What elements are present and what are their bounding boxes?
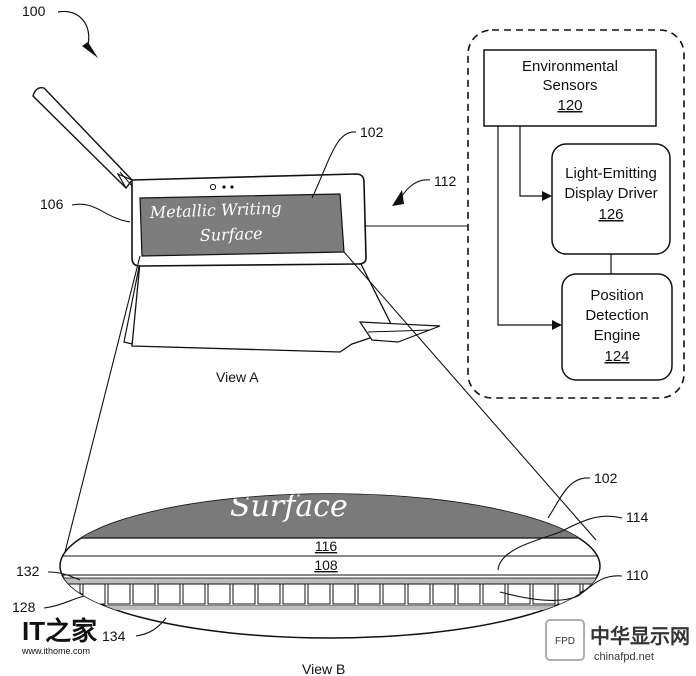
pixel-cell — [382, 583, 406, 605]
chinafpd-url: chinafpd.net — [594, 651, 654, 663]
position-detection-box: Position Detection Engine 124 — [561, 273, 673, 381]
stylus-body — [32, 86, 133, 190]
ref-110: 110 — [626, 567, 649, 583]
light-emitting-driver-box: Light-Emitting Display Driver 126 — [551, 143, 671, 255]
ref-128: 128 — [12, 599, 36, 615]
cross-section: Surface 116 108 — [59, 489, 630, 639]
figure-ref-100: 100 — [22, 3, 46, 19]
ithome-url: www.ithome.com — [21, 646, 90, 656]
ref-128-leader — [43, 595, 85, 609]
camera-dot-2 — [230, 185, 234, 189]
ref-112: 112 — [434, 173, 457, 189]
pos-detect-ref: 124 — [604, 348, 629, 365]
pixel-cell — [307, 583, 331, 605]
environmental-sensors-box: Environmental Sensors 120 — [483, 49, 657, 127]
ithome-bg — [22, 612, 98, 646]
sensors-to-detection-arrowhead — [552, 320, 562, 330]
screen-text-line2: Surface — [199, 224, 262, 245]
zoom-line-right — [343, 251, 597, 541]
zoom-line-left — [63, 255, 141, 557]
pixel-cell — [132, 583, 156, 605]
camera-lens — [209, 183, 217, 191]
ref-100-arrowhead — [82, 42, 98, 58]
ref-108: 108 — [314, 557, 338, 573]
ref-132-leader — [47, 571, 81, 581]
layer-132-strip — [60, 577, 600, 585]
pixel-cell — [557, 583, 581, 605]
pixel-cell-row — [60, 583, 630, 605]
pixel-cell — [357, 583, 381, 605]
controller-enclosure — [467, 29, 685, 399]
tablet-device: Metallic Writing Surface — [123, 173, 441, 353]
stylus — [32, 86, 133, 190]
pixel-cell — [407, 583, 431, 605]
chinafpd-badge-frame — [545, 619, 585, 661]
pixel-cell — [582, 583, 600, 605]
ref-110-leader — [499, 575, 623, 601]
pixel-cell — [157, 583, 181, 605]
stylus-tip — [116, 172, 133, 190]
pixel-cell — [107, 583, 131, 605]
ref-114: 114 — [626, 509, 649, 525]
view-b-label: View B — [302, 661, 345, 676]
pixel-cell — [457, 583, 481, 605]
camera-dot-1 — [222, 185, 226, 189]
ref-102-layer: 102 — [594, 470, 618, 486]
chinafpd-logo: 中华显示网 — [590, 624, 690, 648]
ithome-watermark: IT之家 www.ithome.com — [21, 612, 98, 656]
pixel-cell — [257, 583, 281, 605]
ref-106: 106 — [40, 196, 64, 212]
ref-102-device: 102 — [360, 124, 384, 140]
stylus-band — [119, 171, 133, 187]
pixel-cell — [532, 583, 556, 605]
led-driver-line1: Light-Emitting — [565, 165, 657, 182]
view-a-label: View A — [216, 369, 259, 385]
pos-detect-line1: Position — [590, 287, 643, 304]
env-sensors-line2: Sensors — [542, 77, 597, 94]
ref-106-leader — [71, 203, 131, 223]
pos-detect-line2: Detection — [585, 307, 648, 324]
chinafpd-watermark: FPD 中华显示网 chinafpd.net — [545, 619, 690, 663]
ref-100-leader — [57, 10, 90, 45]
led-driver-line2: Display Driver — [564, 185, 657, 202]
pixel-cell — [482, 583, 506, 605]
pixel-cell — [608, 584, 630, 604]
environmental-sensors-rect — [483, 49, 657, 127]
pixel-cell — [507, 583, 531, 605]
pixel-cell — [207, 583, 231, 605]
ref-134-leader — [135, 617, 167, 637]
ref-112-arrowhead — [392, 190, 404, 206]
position-detection-rect — [561, 273, 673, 381]
pixel-cell — [332, 583, 356, 605]
layer-bottom-strip — [60, 606, 600, 610]
env-sensors-ref: 120 — [557, 97, 582, 114]
pixel-cell — [282, 583, 306, 605]
keyboard-cover — [358, 321, 441, 343]
chinafpd-badge: FPD — [555, 636, 575, 647]
ref-114-leader — [497, 515, 623, 571]
ref-134: 134 — [102, 628, 126, 644]
keyboard-line — [367, 329, 431, 333]
pixel-cell — [432, 583, 456, 605]
sensors-to-detection-connector — [497, 126, 556, 326]
ref-132: 132 — [16, 563, 40, 579]
kickstand-back — [131, 261, 393, 353]
ref-102-layer-leader — [547, 477, 591, 519]
led-driver-ref: 126 — [598, 206, 623, 223]
layer-surface-text: Surface — [230, 489, 348, 524]
sensors-to-driver-arrowhead — [542, 191, 552, 201]
ref-102-leader — [311, 131, 357, 199]
env-sensors-line1: Environmental — [522, 58, 618, 75]
sensors-to-driver-connector — [519, 126, 546, 197]
pixel-cell — [182, 583, 206, 605]
pos-detect-line3: Engine — [594, 327, 641, 344]
ref-116: 116 — [315, 538, 338, 554]
pixel-cell — [232, 583, 256, 605]
screen-text-line1: Metallic Writing — [148, 198, 281, 222]
ithome-logo: IT之家 — [22, 616, 97, 646]
